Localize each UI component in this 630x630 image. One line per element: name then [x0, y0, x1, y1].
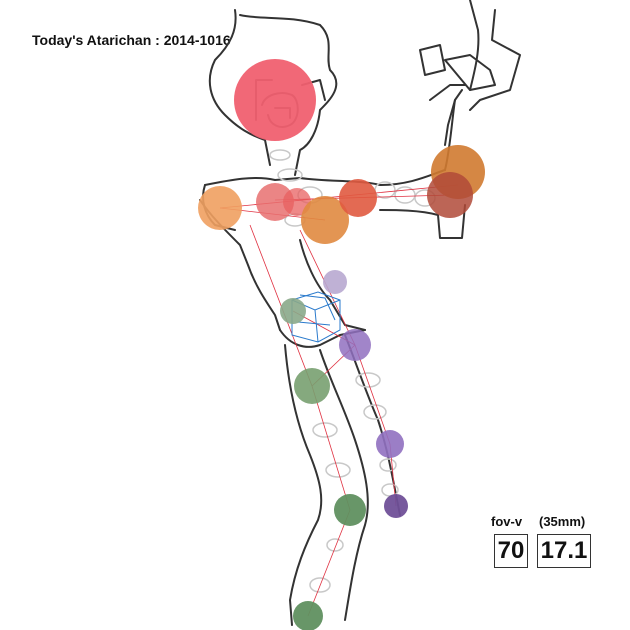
joint-knee-left: [294, 368, 330, 404]
joint-hip-upper: [323, 270, 347, 294]
joint-knee-right: [376, 430, 404, 458]
lens-value-box: 17.1: [537, 534, 591, 568]
joint-chest-left: [256, 183, 294, 221]
joint-foot-left: [293, 601, 323, 630]
joint-ankle-right: [384, 494, 408, 518]
joint-ankle-left-upper: [334, 494, 366, 526]
joint-hand-right: [427, 172, 473, 218]
joint-hip-left: [280, 298, 306, 324]
joint-head: [234, 59, 316, 141]
joint-elbow-right: [339, 179, 377, 217]
fov-value-box: 70: [494, 534, 528, 568]
joint-hip-right: [339, 329, 371, 361]
joint-shoulder-left: [198, 186, 242, 230]
lens-label: (35mm): [539, 514, 586, 529]
joint-shoulder-right: [301, 196, 349, 244]
page-title: Today's Atarichan : 2014-1016: [32, 32, 231, 48]
fov-label: fov-v: [491, 514, 523, 529]
joint-markers: [198, 59, 485, 630]
